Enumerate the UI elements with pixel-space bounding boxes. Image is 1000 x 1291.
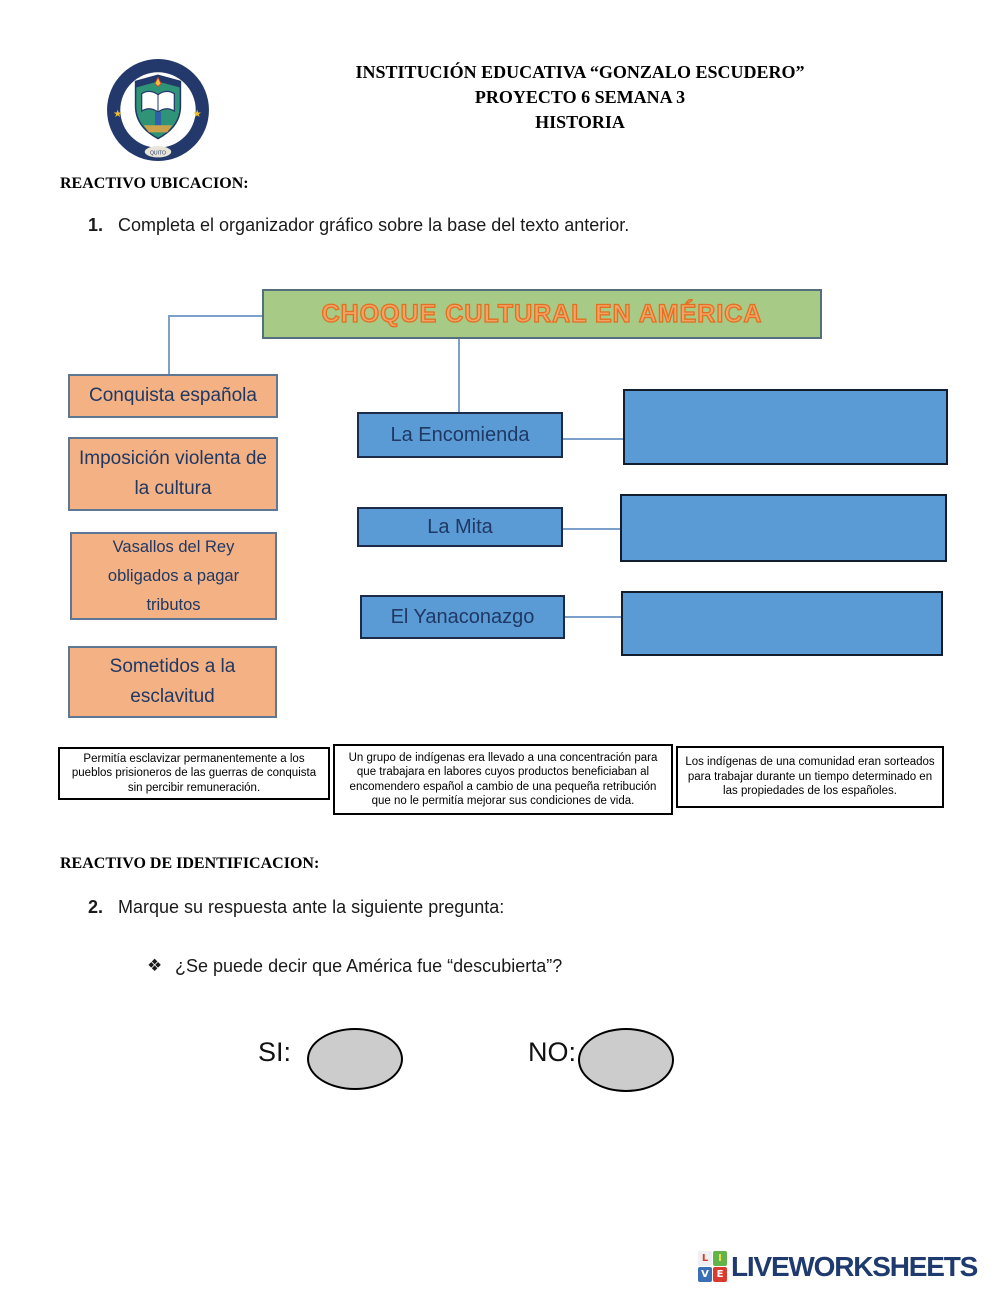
logo-tile-v: V [698, 1267, 712, 1282]
orange-box-vasallos: Vasallos del Rey obligados a pagar tribu… [70, 532, 277, 620]
connector-mita-slot [563, 528, 621, 530]
connector-title-to-encomienda [458, 335, 460, 413]
crest-motto-banner [144, 146, 172, 158]
school-name: INSTITUCIÓN EDUCATIVA “GONZALO ESCUDERO” [355, 62, 805, 82]
connector-yanaconazgo-slot [565, 616, 622, 618]
crest-star-right: ★ [193, 109, 202, 120]
option-yes-label: SI: [258, 1037, 292, 1067]
instruction-2: 2. Marque su respuesta ante la siguiente… [88, 897, 808, 918]
diamond-bullet-icon: ❖ [147, 956, 163, 975]
connector-encomienda-slot [563, 438, 624, 440]
liveworksheets-logo: L I V E LIVEWORKSHEETS [698, 1251, 978, 1283]
description-card-2[interactable]: Un grupo de indígenas era llevado a una … [333, 744, 673, 815]
description-card-1[interactable]: Permitía esclavizar permanentemente a lo… [58, 747, 330, 800]
crest-base [143, 125, 173, 133]
term-box-mita: La Mita [357, 507, 563, 547]
section-ubicacion-heading: REACTIVO UBICACION: [60, 175, 249, 192]
crest-motto: QUITO [150, 150, 166, 156]
orange-box-imposicion: Imposición violenta de la cultura [68, 437, 278, 511]
school-crest-logo: ★ ★ QUITO [107, 59, 209, 161]
instruction-2-number: 2. [88, 897, 104, 917]
connector-elbow-horizontal [168, 315, 264, 317]
organizer-title: CHOQUE CULTURAL EN AMÉRICA [321, 299, 763, 328]
instruction-1: 1. Completa el organizador gráfico sobre… [88, 215, 808, 236]
liveworksheets-wordmark: LIVEWORKSHEETS [731, 1251, 978, 1282]
connector-elbow-vertical [168, 315, 170, 375]
crest-stem [154, 112, 162, 126]
answer-slot-yanaconazgo[interactable] [621, 591, 943, 656]
document-header: INSTITUCIÓN EDUCATIVA “GONZALO ESCUDERO”… [290, 60, 870, 135]
question-row: ❖ ¿Se puede decir que América fue “descu… [147, 956, 767, 977]
instruction-1-number: 1. [88, 215, 104, 235]
option-yes-oval[interactable] [307, 1028, 403, 1090]
option-no-oval[interactable] [578, 1028, 674, 1092]
liveworksheets-icon: L I V E [698, 1251, 728, 1283]
term-box-yanaconazgo: El Yanaconazgo [360, 595, 565, 639]
organizer-title-box: CHOQUE CULTURAL EN AMÉRICA [262, 289, 822, 339]
orange-box-sometidos: Sometidos a la esclavitud [68, 646, 277, 718]
crest-flame [154, 76, 162, 88]
question-text: ¿Se puede decir que América fue “descubi… [175, 956, 563, 976]
answer-slot-mita[interactable] [620, 494, 947, 562]
subject-line: HISTORIA [535, 112, 625, 132]
instruction-2-text: Marque su respuesta ante la siguiente pr… [118, 897, 505, 917]
logo-tile-i: I [713, 1251, 727, 1266]
answer-slot-encomienda[interactable] [623, 389, 948, 465]
logo-tile-l: L [698, 1251, 712, 1266]
term-box-encomienda: La Encomienda [357, 412, 563, 458]
description-card-3[interactable]: Los indígenas de una comunidad eran sort… [676, 746, 944, 808]
project-line: PROYECTO 6 SEMANA 3 [474, 87, 686, 107]
logo-tile-e: E [713, 1267, 727, 1282]
option-no-label: NO: [528, 1037, 577, 1067]
crest-star-left: ★ [113, 109, 122, 120]
section-identificacion-heading: REACTIVO DE IDENTIFICACION: [60, 855, 320, 872]
orange-box-conquista: Conquista española [68, 374, 278, 418]
instruction-1-text: Completa el organizador gráfico sobre la… [118, 215, 630, 235]
